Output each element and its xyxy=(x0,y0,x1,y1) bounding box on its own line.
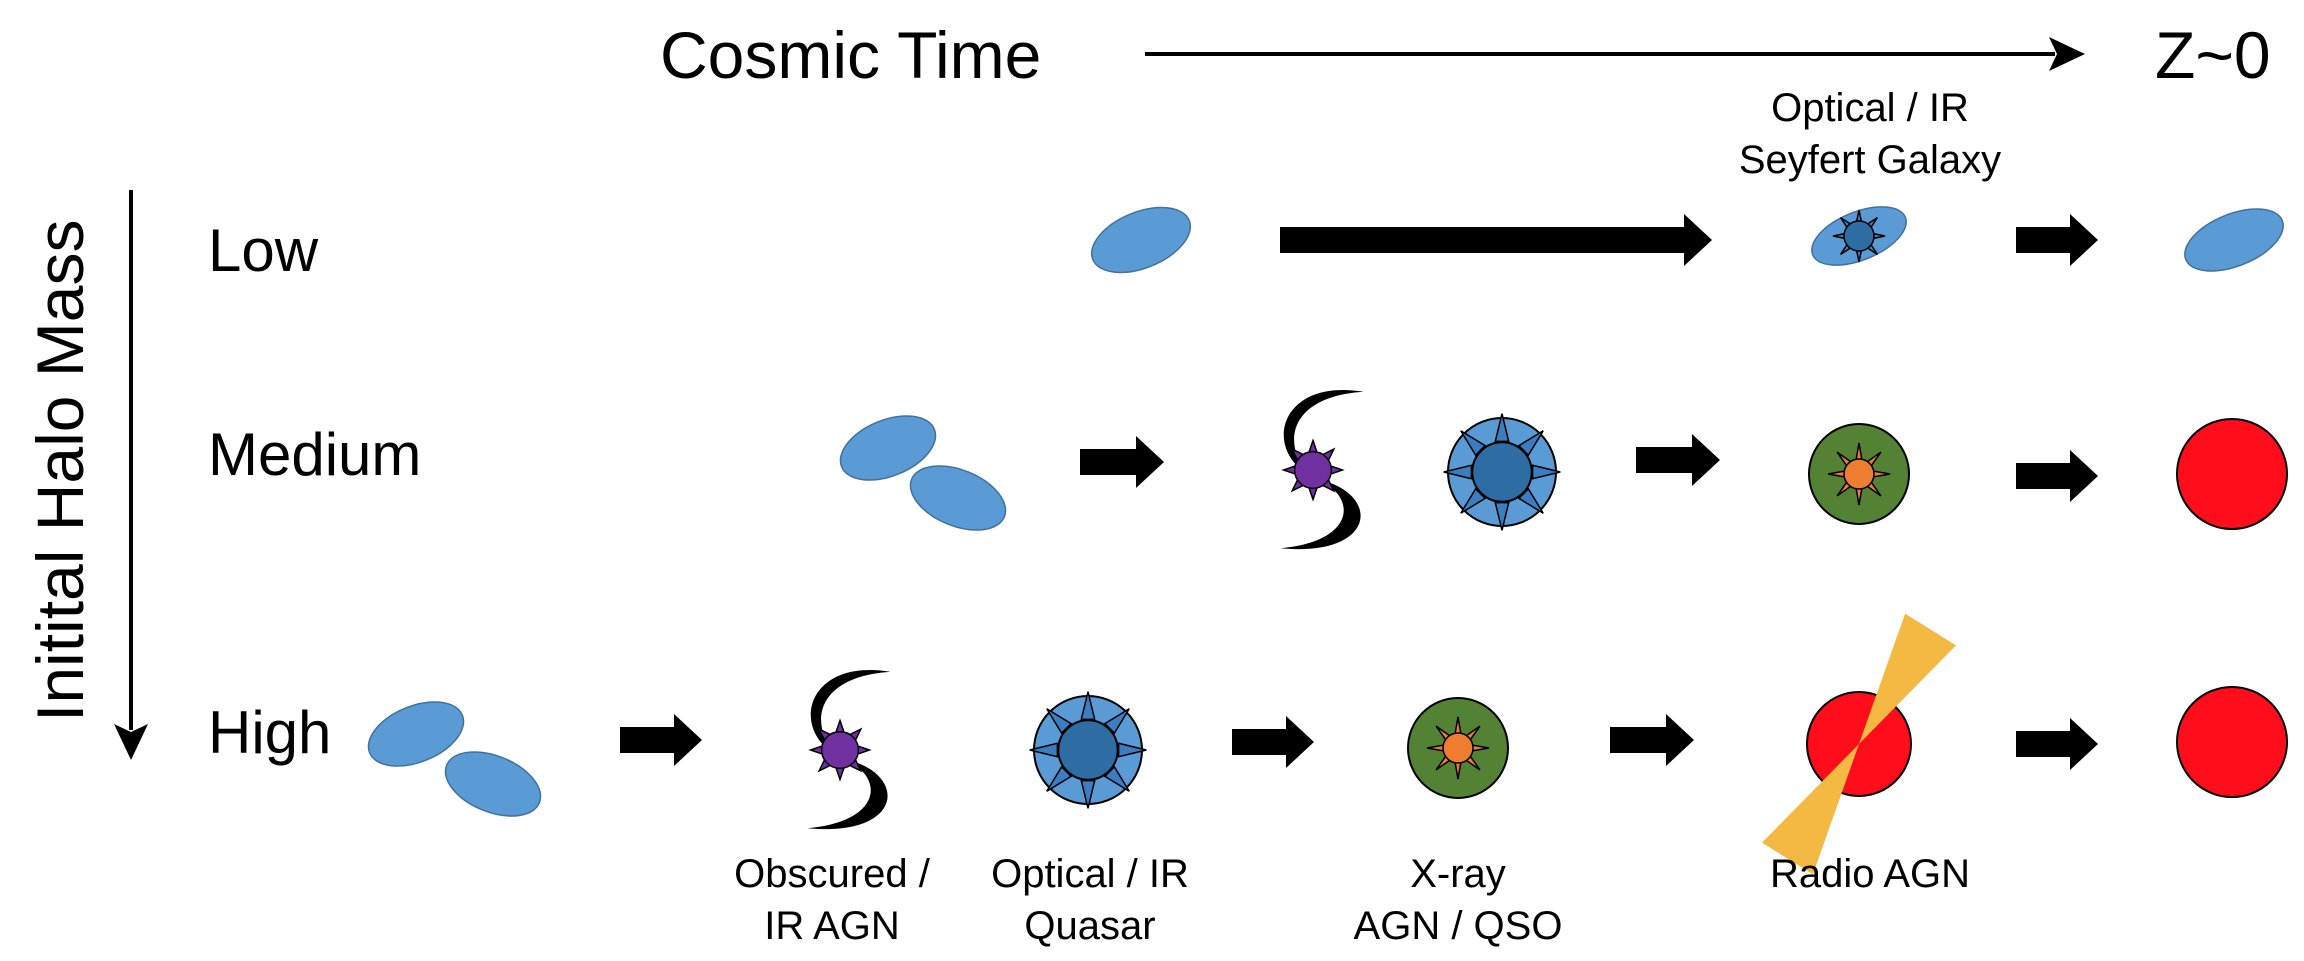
caption-quasar-line-2: Quasar xyxy=(1024,904,1156,948)
high-arrow-2 xyxy=(1232,716,1314,768)
caption-seyfert-line-1: Optical / IR xyxy=(1771,86,1969,130)
medium-obscured-merger-ray-2 xyxy=(1308,487,1318,502)
low-arrow-final xyxy=(2016,214,2098,266)
high-obscured-merger-tidal-arm-upper xyxy=(810,669,891,755)
medium-disk-galaxy-1 xyxy=(839,415,937,481)
medium-arrow-1 xyxy=(1080,436,1164,488)
high-disk-galaxy-2 xyxy=(444,751,542,817)
low-final-disk-galaxy xyxy=(2184,208,2284,272)
high-obscured-merger xyxy=(807,669,891,830)
medium-obscured-merger xyxy=(1280,389,1364,550)
high-arrow-4 xyxy=(2016,718,2098,770)
row-label-high: High xyxy=(208,699,332,766)
low-disk-galaxy xyxy=(1090,206,1192,274)
high-obscured-merger-ray-6 xyxy=(835,718,845,733)
high-arrow-1 xyxy=(620,714,702,766)
medium-arrow-2 xyxy=(1636,434,1720,486)
medium-arrow-3 xyxy=(2016,450,2098,502)
initial-halo-mass-axis-label: Initital Halo Mass xyxy=(23,219,97,722)
z0-label: Z~0 xyxy=(2155,18,2271,92)
caption-quasar-line-1: Optical / IR xyxy=(991,852,1189,896)
cosmic-time-title: Cosmic Time xyxy=(660,18,1042,92)
caption-quasar: Optical / IR Quasar xyxy=(960,848,1220,952)
halo-mass-arrow-head xyxy=(114,724,148,760)
medium-xray-agn-core xyxy=(1843,458,1875,490)
caption-obscured-line-2: IR AGN xyxy=(764,904,900,948)
medium-obscured-merger-tidal-arm-upper xyxy=(1283,389,1364,475)
caption-xray-line-2: AGN / QSO xyxy=(1353,904,1563,948)
medium-disk-galaxy-2 xyxy=(909,465,1007,531)
high-obscured-merger-core xyxy=(820,730,860,770)
high-radio-agn-jet-upper xyxy=(1859,613,1956,744)
caption-xray-line-1: X-ray xyxy=(1410,852,1506,896)
medium-xray-agn xyxy=(1808,423,1910,525)
caption-seyfert-line-2: Seyfert Galaxy xyxy=(1738,138,2002,182)
cosmic-time-arrow xyxy=(1145,37,2085,71)
high-xray-agn xyxy=(1407,697,1509,799)
high-quasar xyxy=(1029,691,1147,809)
high-xray-agn-core xyxy=(1442,732,1474,764)
caption-obscured-agn: Obscured / IR AGN xyxy=(702,848,962,952)
high-obscured-merger-ray-0 xyxy=(857,745,872,755)
row-label-low: Low xyxy=(208,217,319,284)
medium-quasar xyxy=(1443,413,1561,531)
halo-mass-arrow xyxy=(114,190,148,760)
medium-obscured-merger-tidal-arm-lower xyxy=(1280,479,1361,550)
high-obscured-merger-tidal-arm-lower xyxy=(807,759,888,830)
row-label-medium: Medium xyxy=(208,421,422,488)
low-long-arrow xyxy=(1280,214,1712,266)
high-radio-agn xyxy=(1762,613,1956,875)
cosmic-time-arrow-head xyxy=(2049,37,2085,71)
high-radio-agn-jet-lower xyxy=(1762,744,1859,875)
high-red-galaxy xyxy=(2176,686,2288,798)
caption-radio-agn: Radio AGN xyxy=(1730,848,2010,900)
low-seyfert-galaxy-core xyxy=(1843,220,1875,252)
medium-red-galaxy xyxy=(2176,418,2288,530)
low-seyfert-galaxy xyxy=(1811,206,1907,266)
medium-obscured-merger-core xyxy=(1293,450,1333,490)
caption-radio-line-1: Radio AGN xyxy=(1769,852,1971,896)
high-obscured-merger-ray-4 xyxy=(808,745,823,755)
caption-obscured-line-1: Obscured / xyxy=(734,852,930,896)
high-arrow-3 xyxy=(1610,714,1694,766)
medium-obscured-merger-ray-4 xyxy=(1281,465,1296,475)
medium-quasar-core xyxy=(1471,441,1533,503)
high-quasar-core xyxy=(1057,719,1119,781)
high-obscured-merger-ray-2 xyxy=(835,767,845,782)
caption-xray-agn: X-ray AGN / QSO xyxy=(1318,848,1598,952)
caption-seyfert-galaxy: Optical / IR Seyfert Galaxy xyxy=(1700,82,2040,186)
high-disk-galaxy-1 xyxy=(367,701,465,767)
medium-obscured-merger-ray-6 xyxy=(1308,438,1318,453)
medium-obscured-merger-ray-0 xyxy=(1330,465,1345,475)
